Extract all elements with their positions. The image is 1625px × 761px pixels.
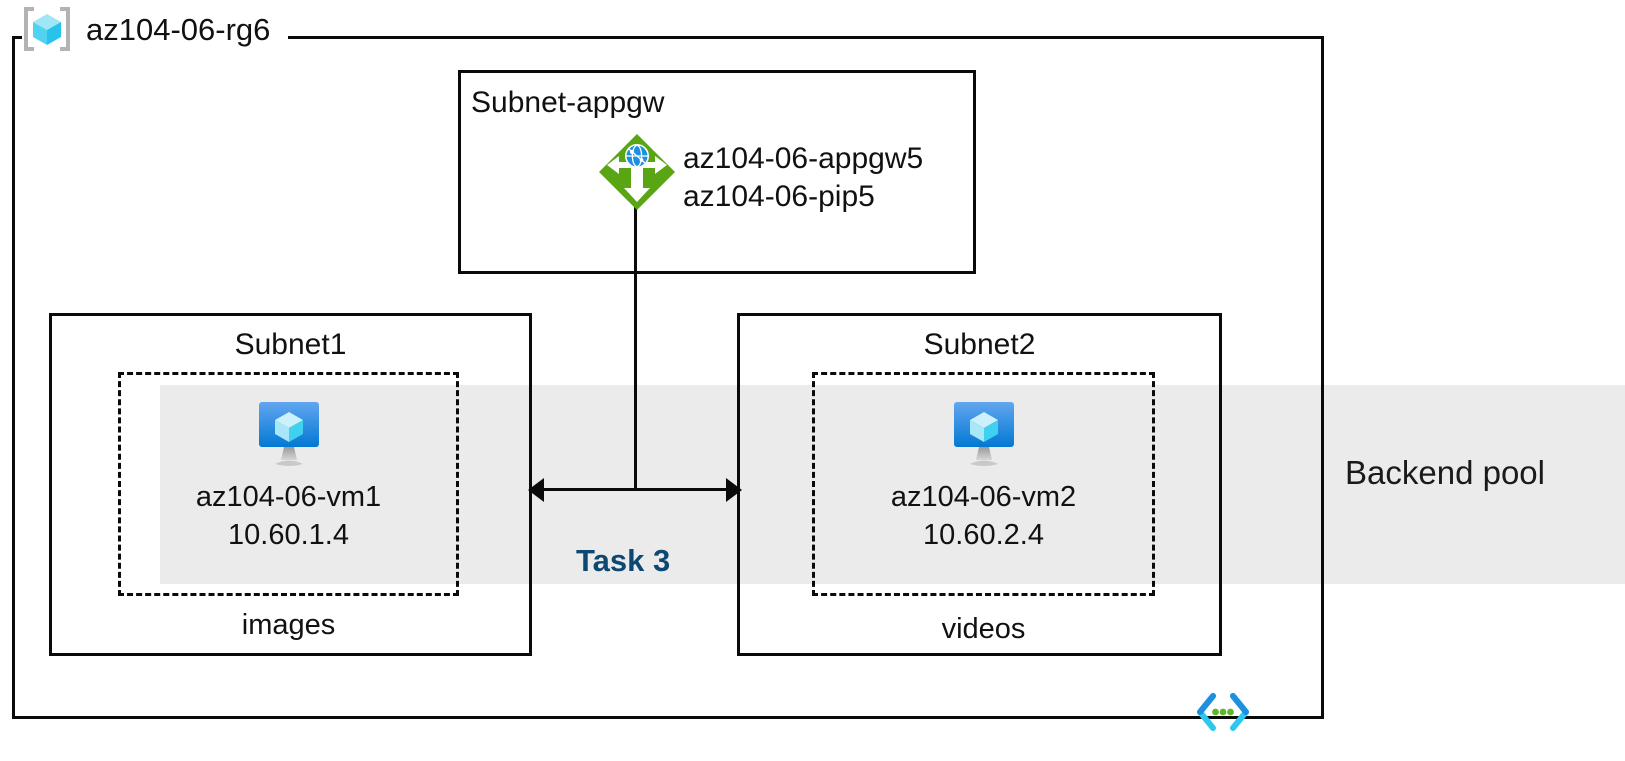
vm1-node: az104-06-vm1 10.60.1.4 — [118, 398, 459, 554]
application-gateway-icon — [597, 132, 677, 212]
vm1-ip: 10.60.1.4 — [228, 519, 349, 551]
task-3-label: Task 3 — [576, 543, 671, 578]
resource-group-border — [12, 36, 1324, 719]
subnet-appgw-title: Subnet-appgw — [471, 86, 665, 119]
resource-group-cube-icon — [22, 6, 72, 52]
subnet1-dashed-group — [118, 372, 459, 596]
subnet2-footer-label: videos — [941, 613, 1026, 645]
subnet-appgw-box — [458, 70, 976, 274]
connector-arrowhead-right — [726, 478, 742, 502]
subnet1-footer-label: images — [241, 609, 336, 641]
virtual-machine-icon — [258, 402, 319, 466]
vm-to-vm-horizontal-connector — [540, 488, 730, 491]
appgw-name-line-2: az104-06-pip5 — [683, 180, 875, 213]
vm2-ip: 10.60.2.4 — [923, 519, 1044, 551]
application-gateway-labels: az104-06-appgw5 az104-06-pip5 — [683, 140, 923, 216]
subnet2-dashed-group — [812, 372, 1155, 596]
connector-arrowhead-left — [528, 478, 544, 502]
subnet2-title: Subnet2 — [923, 328, 1036, 361]
vm2-name: az104-06-vm2 — [890, 481, 1077, 513]
appgw-name-line-1: az104-06-appgw5 — [683, 142, 924, 175]
virtual-machine-icon — [953, 402, 1014, 466]
subnet1-title: Subnet1 — [234, 328, 347, 361]
resource-group-border-top-right — [288, 36, 1324, 39]
resource-group-border-top-left — [12, 36, 22, 39]
appgw-to-vms-vertical-connector — [634, 200, 637, 490]
backend-pool-label: Backend pool — [1345, 454, 1545, 491]
angle-brackets-dots-icon — [1196, 692, 1250, 736]
backend-pool-band — [160, 385, 1625, 584]
resource-group-title: az104-06-rg6 — [86, 12, 271, 47]
vm1-name: az104-06-vm1 — [195, 481, 382, 513]
vm2-node: az104-06-vm2 10.60.2.4 — [812, 398, 1155, 554]
